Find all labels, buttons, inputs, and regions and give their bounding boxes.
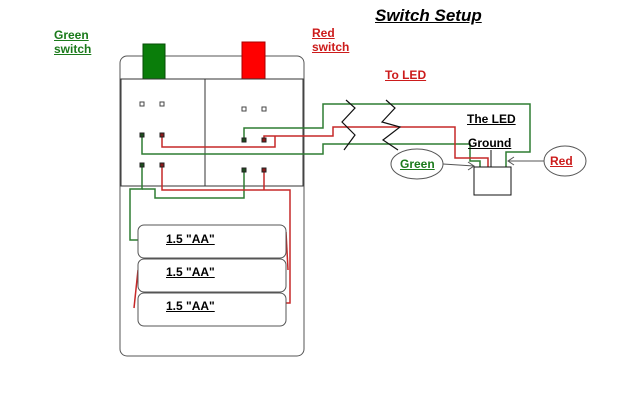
battery-pack xyxy=(137,224,287,327)
red-lead-label: Red xyxy=(550,154,573,168)
green-switch-label-line2: switch xyxy=(54,42,92,56)
battery-2 xyxy=(137,258,287,293)
unused-terminals xyxy=(139,101,267,112)
red-wires xyxy=(133,126,489,309)
battery-3-label: 1.5 "AA" xyxy=(166,299,215,313)
wire-break-markers xyxy=(341,99,402,151)
green-lead-label: Green xyxy=(400,157,435,171)
wired-terminals xyxy=(139,132,267,173)
diagram-title: Switch Setup xyxy=(375,6,482,25)
red-switch-label: Red switch xyxy=(312,26,349,54)
green-wires xyxy=(129,103,531,241)
green-switch-label: Green switch xyxy=(54,28,91,56)
red-switch-label-line2: switch xyxy=(312,40,350,54)
red-switch-label-line1: Red xyxy=(312,26,335,40)
red-switch-body xyxy=(204,78,304,187)
battery-1 xyxy=(137,224,287,259)
pointer-arrows xyxy=(442,156,544,171)
ground-label: Ground xyxy=(468,136,512,150)
red-switch-button xyxy=(241,41,266,80)
battery-2-label: 1.5 "AA" xyxy=(166,265,215,279)
green-switch-label-line1: Green xyxy=(54,28,89,42)
to-led-label: To LED xyxy=(385,68,427,82)
the-led-label: The LED xyxy=(467,112,516,126)
green-switch-button xyxy=(142,43,166,80)
battery-3 xyxy=(137,292,287,327)
led-body xyxy=(473,166,512,196)
battery-1-label: 1.5 "AA" xyxy=(166,232,215,246)
